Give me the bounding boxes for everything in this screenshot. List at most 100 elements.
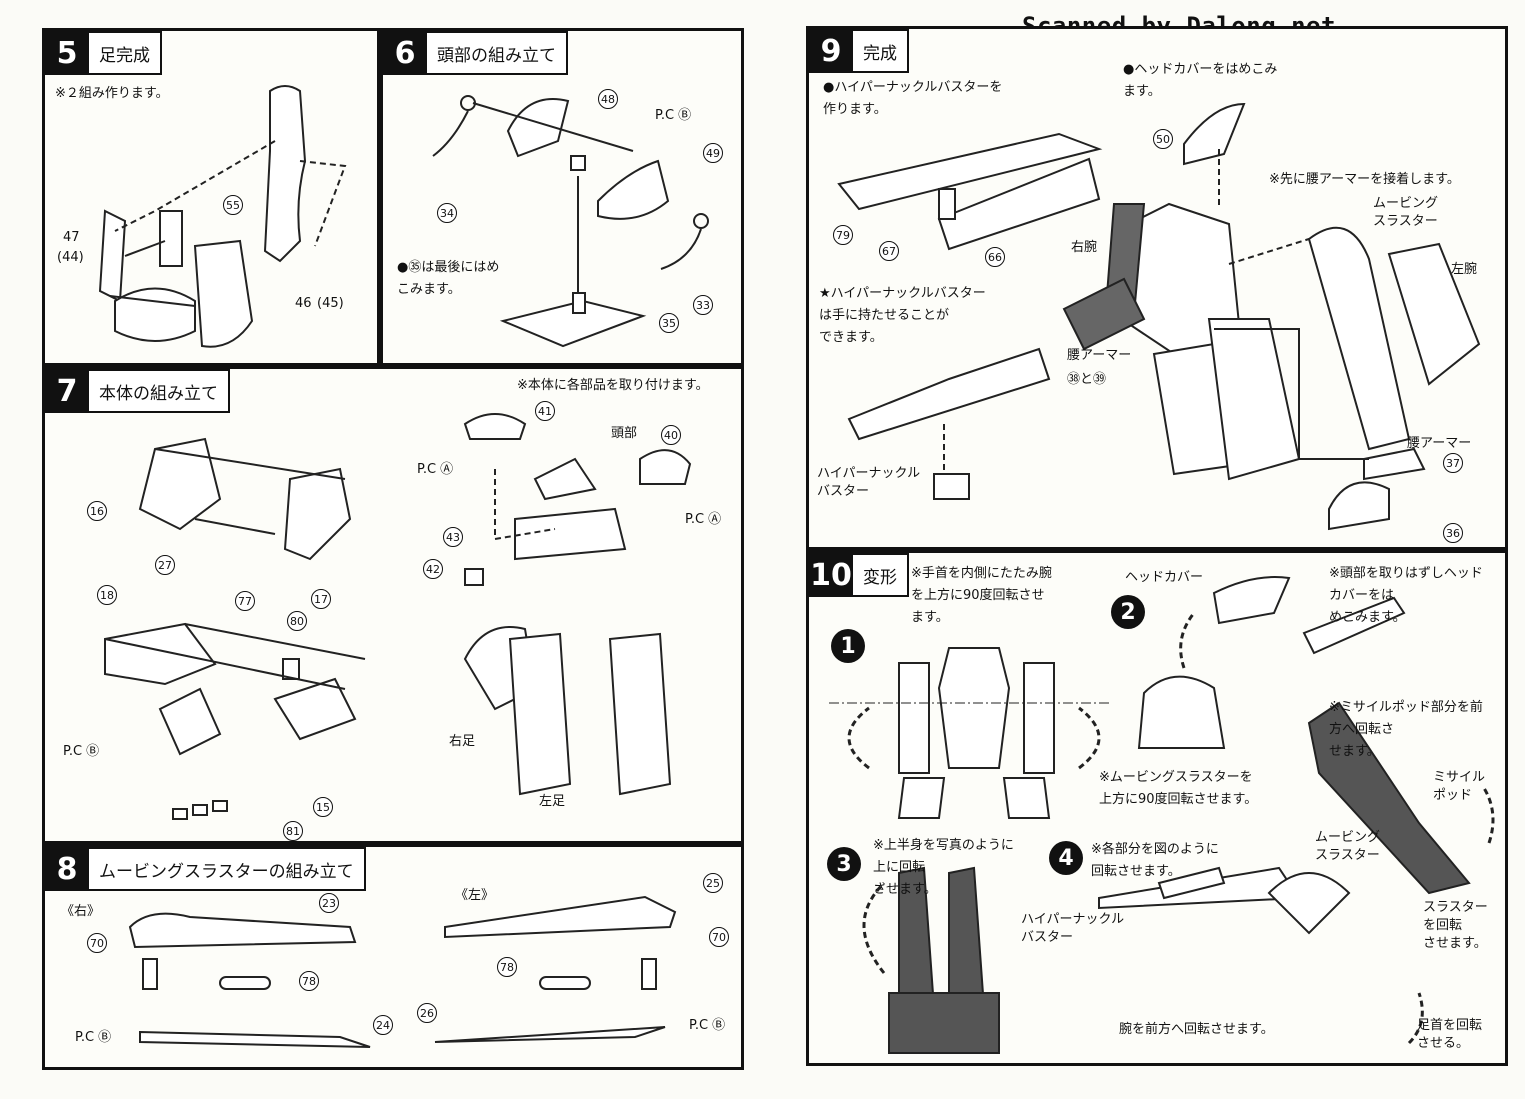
part-37: 37 xyxy=(1443,453,1463,473)
part-77: 77 xyxy=(235,591,255,611)
thruster-rotate-label: スラスター を回転 させます。 xyxy=(1423,900,1488,951)
section-number: 5 xyxy=(45,31,89,75)
section-10-note-2: ※頭部を取りはずしヘッド カバーをは めこみます。 xyxy=(1329,566,1483,625)
part-23: 23 xyxy=(319,893,339,913)
part-27: 27 xyxy=(155,555,175,575)
section-number: 9 xyxy=(809,29,853,73)
part-35: 35 xyxy=(659,313,679,333)
section-9-note-3: ★ハイパーナックルバスター は手に持たせることが できます。 xyxy=(819,286,986,345)
part-48: 48 xyxy=(598,89,618,109)
part-55: 55 xyxy=(223,195,243,215)
part-80: 80 xyxy=(287,611,307,631)
part-40: 40 xyxy=(661,425,681,445)
polycap-b-label: P.C Ⓑ xyxy=(75,1030,112,1045)
ankle-rotate-label: 足首を回転 させる。 xyxy=(1417,1018,1483,1051)
section-title: 足完成 xyxy=(89,31,162,75)
section-6-panel: 6 頭部の組み立て 48 49 34 33 35 P.C Ⓑ ●㉟は最後にはめ … xyxy=(380,28,744,366)
polycap-b-label-2: P.C Ⓑ xyxy=(689,1018,726,1033)
waist-armor-parts-label: ㊳と㊴ xyxy=(1067,372,1107,387)
part-24: 24 xyxy=(373,1015,393,1035)
section-10-header: 10 変形 xyxy=(809,553,909,597)
moving-thruster-label: ムービング スラスター xyxy=(1315,830,1381,863)
knuckle-buster-label: ハイパーナックル バスター xyxy=(1021,912,1125,945)
section-10-note-3: ※ミサイルポッド部分を前 方へ回転さ せます。 xyxy=(1329,700,1483,759)
step-3-marker: 3 xyxy=(827,847,861,881)
polycap-b-label: P.C Ⓑ xyxy=(655,108,692,123)
part-78-left: 78 xyxy=(497,957,517,977)
section-5-header: 5 足完成 xyxy=(45,31,162,75)
body-assembly-illustration xyxy=(104,413,692,820)
part-47-label: 47 xyxy=(63,230,80,245)
part-34: 34 xyxy=(437,203,457,223)
section-title: ムービングスラスターの組み立て xyxy=(89,847,366,891)
left-side-label: 《左》 xyxy=(455,888,495,903)
section-6-note: ●㉟は最後にはめ こみます。 xyxy=(397,260,500,297)
part-46-label: 46 xyxy=(295,296,312,311)
step-2-marker: 2 xyxy=(1111,595,1145,629)
part-70-left: 70 xyxy=(709,927,729,947)
transformation-illustration xyxy=(829,576,1495,1054)
section-9-note-1: ●ハイパーナックルバスターを 作ります。 xyxy=(823,80,1003,117)
head-label: 頭部 xyxy=(611,426,638,441)
part-33: 33 xyxy=(693,295,713,315)
section-10-note-5: ※上半身を写真のように 上に回転 させます。 xyxy=(873,838,1014,897)
part-78: 78 xyxy=(299,971,319,991)
part-70: 70 xyxy=(87,933,107,953)
left-arm-label: 左腕 xyxy=(1451,262,1478,277)
part-81: 81 xyxy=(283,821,303,841)
part-50: 50 xyxy=(1153,129,1173,149)
part-17: 17 xyxy=(311,589,331,609)
part-26: 26 xyxy=(417,1003,437,1023)
polycap-a-label-2: P.C Ⓐ xyxy=(685,512,722,527)
section-7-note: ※本体に各部品を取り付けます。 xyxy=(517,378,709,393)
part-45-label: (45) xyxy=(317,296,344,311)
thruster-assembly-illustration xyxy=(128,895,677,1048)
section-title: 本体の組み立て xyxy=(89,369,230,413)
section-number: 6 xyxy=(383,31,427,75)
part-15: 15 xyxy=(313,797,333,817)
leg-assembly-illustration xyxy=(98,85,347,348)
section-title: 頭部の組み立て xyxy=(427,31,568,75)
waist-armor-label: 腰アーマー xyxy=(1067,348,1132,363)
part-36: 36 xyxy=(1443,523,1463,543)
right-leg-label: 右足 xyxy=(449,734,476,749)
section-9-note-2: ●ヘッドカバーをはめこみ ます。 xyxy=(1123,62,1278,99)
section-10-panel: 10 変形 1 2 3 xyxy=(806,550,1508,1066)
right-arm-label: 右腕 xyxy=(1071,240,1098,255)
section-9-panel: 9 完成 ●ハイパーナックルバスターを 作ります。 ●ヘッドカバーをはめこみ ま… xyxy=(806,26,1508,550)
missile-pod-label: ミサイル ポッド xyxy=(1433,770,1486,803)
part-16: 16 xyxy=(87,501,107,521)
part-79: 79 xyxy=(833,225,853,245)
part-67: 67 xyxy=(879,241,899,261)
completed-model-illustration xyxy=(837,102,1481,531)
section-9-header: 9 完成 xyxy=(809,29,909,73)
right-side-label: 《右》 xyxy=(61,904,101,919)
section-10-note-6: ※各部分を図のように 回転させます。 xyxy=(1091,842,1219,879)
part-44-label: (44) xyxy=(57,250,84,265)
part-41: 41 xyxy=(535,401,555,421)
part-66: 66 xyxy=(985,247,1005,267)
moving-thruster-label: ムービング スラスター xyxy=(1373,196,1439,229)
head-assembly-illustration xyxy=(432,95,709,348)
step-4-marker: 4 xyxy=(1049,841,1083,875)
section-7-header: 7 本体の組み立て xyxy=(45,369,230,413)
polycap-b-label: P.C Ⓑ xyxy=(63,744,100,759)
section-6-header: 6 頭部の組み立て xyxy=(383,31,568,75)
section-5-panel: 5 足完成 ※２組み作ります。 55 47 (44) 46 (45) xyxy=(42,28,380,366)
section-number: 7 xyxy=(45,369,89,413)
section-number: 10 xyxy=(809,553,853,597)
part-43: 43 xyxy=(443,527,463,547)
section-number: 8 xyxy=(45,847,89,891)
part-18: 18 xyxy=(97,585,117,605)
section-8-panel: 8 ムービングスラスターの組み立て 《右》 《左》 23 70 78 24 25… xyxy=(42,844,744,1070)
part-42: 42 xyxy=(423,559,443,579)
part-25: 25 xyxy=(703,873,723,893)
arm-rotate-label: 腕を前方へ回転させます。 xyxy=(1119,1022,1274,1037)
section-8-header: 8 ムービングスラスターの組み立て xyxy=(45,847,366,891)
knuckle-buster-label: ハイパーナックル バスター xyxy=(817,466,921,499)
section-7-panel: 7 本体の組み立て ※本体に各部品を取り付けます。 xyxy=(42,366,744,844)
section-title: 変形 xyxy=(853,553,909,597)
section-10-note-1: ※手首を内側にたたみ腕 を上方に90度回転させ ます。 xyxy=(911,566,1052,625)
left-leg-label: 左足 xyxy=(539,794,566,809)
waist-armor-label-2: 腰アーマー xyxy=(1407,436,1472,451)
